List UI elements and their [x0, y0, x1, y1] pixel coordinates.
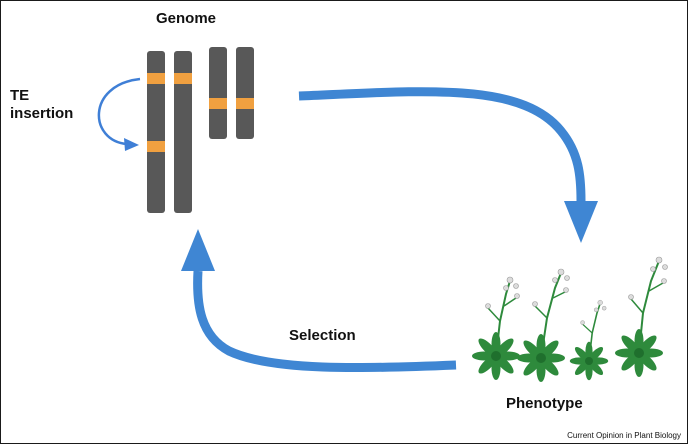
curved-insertion-arrow-icon [97, 77, 141, 151]
chromosome [174, 51, 192, 213]
arabidopsis-plant-icon [472, 276, 520, 380]
cycle-arrow-icon [181, 229, 457, 373]
arabidopsis-plant-icon [615, 256, 668, 377]
te-band-inserted [147, 141, 165, 152]
chromosome [236, 47, 254, 139]
te-insertion-label-line1: TE [10, 87, 30, 104]
source-credit: Current Opinion in Plant Biology [567, 431, 681, 440]
cycle-arrow-icon [298, 87, 598, 243]
te-band [174, 73, 192, 84]
te-band [236, 98, 254, 109]
chromosome-pair-small [209, 47, 254, 139]
arabidopsis-plant-icon [517, 268, 570, 382]
chromosome [209, 47, 227, 139]
te-insertion-label-line2: insertion [10, 105, 74, 122]
te-insertion-label: TE insertion [10, 87, 90, 123]
phenotype-label: Phenotype [506, 395, 583, 412]
selection-label: Selection [289, 327, 356, 344]
te-band [147, 73, 165, 84]
genome-label: Genome [156, 10, 217, 27]
chromosome-pair-large [147, 51, 192, 213]
te-band [209, 98, 227, 109]
chromosome [147, 51, 165, 213]
arabidopsis-plant-icon [569, 299, 609, 381]
